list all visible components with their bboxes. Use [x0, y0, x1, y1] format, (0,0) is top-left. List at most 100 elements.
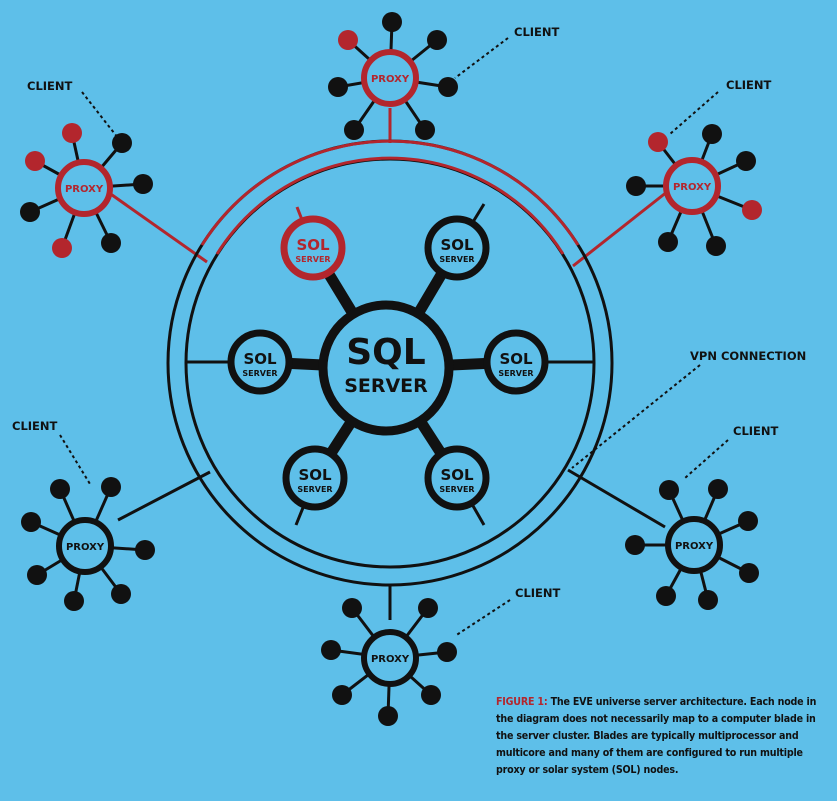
- figure-caption: FIGURE 1: The EVE universe server archit…: [496, 694, 832, 779]
- sol-server-circle: [424, 445, 490, 511]
- client-leader-line: [59, 434, 91, 485]
- client-node: [112, 133, 132, 153]
- client-node: [739, 563, 759, 583]
- client-node: [50, 479, 70, 499]
- client-node: [706, 236, 726, 256]
- client-leader-line: [669, 91, 719, 135]
- client-node: [101, 233, 121, 253]
- proxy-node: [361, 629, 419, 687]
- client-node: [736, 151, 756, 171]
- client-label: CLIENT: [726, 78, 772, 92]
- client-node: [342, 598, 362, 618]
- client-node: [626, 176, 646, 196]
- sol-server-label-line2: SERVER: [295, 255, 330, 264]
- sol-server-label-line2: SERVER: [297, 485, 332, 494]
- sol-server-label-line2: SERVER: [439, 485, 474, 494]
- client-node: [332, 685, 352, 705]
- proxy-clusters: PROXY PROXY PROXY PROXY PROXY PROXY: [20, 12, 762, 726]
- sol-server-label-line1: SOL: [440, 236, 474, 254]
- client-node: [111, 584, 131, 604]
- client-node: [415, 120, 435, 140]
- client-label: CLIENT: [12, 419, 58, 433]
- client-leader-line: [454, 37, 509, 79]
- sol-server-circle: [282, 445, 348, 511]
- proxy-label: PROXY: [65, 184, 104, 195]
- proxy-connections: [104, 108, 673, 620]
- sol-server-label-line1: SOL: [499, 350, 533, 368]
- sol-server-label-line2: SERVER: [498, 369, 533, 378]
- proxy-bottom-left: PROXY: [21, 477, 155, 611]
- client-node: [27, 565, 47, 585]
- sol-server-label-line1: SOL: [298, 466, 332, 484]
- conn-top-right: [572, 186, 673, 268]
- proxy-label: PROXY: [673, 182, 712, 193]
- client-node: [437, 642, 457, 662]
- client-node: [648, 132, 668, 152]
- sol-servers: SOLSERVERSOLSERVERSOLSERVERSOLSERVERSOLS…: [227, 215, 549, 511]
- central-sql-server: SQL SERVER: [318, 300, 454, 436]
- sol-server-label-line1: SOL: [243, 350, 277, 368]
- vpn-ring-inner-red-arc: [215, 156, 565, 255]
- client-node: [20, 202, 40, 222]
- client-label: CLIENT: [515, 586, 561, 600]
- client-node: [656, 586, 676, 606]
- client-node: [135, 540, 155, 560]
- conn-bottom-left: [117, 470, 211, 522]
- client-node: [421, 685, 441, 705]
- proxy-label: PROXY: [371, 74, 410, 85]
- client-node: [62, 123, 82, 143]
- client-node: [418, 598, 438, 618]
- client-node: [438, 77, 458, 97]
- client-node: [708, 479, 728, 499]
- client-node: [742, 200, 762, 220]
- sol-server-label-line1: SOL: [296, 236, 330, 254]
- proxy-node: [665, 516, 723, 574]
- proxy-node: [56, 517, 114, 575]
- proxy-node: [663, 157, 721, 215]
- sol-server-circle: [424, 215, 490, 281]
- client-label: CLIENT: [733, 424, 779, 438]
- proxy-bottom: PROXY: [321, 598, 457, 726]
- client-node: [344, 120, 364, 140]
- client-node: [328, 77, 348, 97]
- sol-server-label-line1: SOL: [440, 466, 474, 484]
- sol-server-circle: [227, 329, 293, 395]
- client-node: [698, 590, 718, 610]
- sol-server-circle: [280, 215, 346, 281]
- client-node: [659, 480, 679, 500]
- proxy-node: [55, 159, 113, 217]
- proxy-label: PROXY: [675, 541, 714, 552]
- client-leader-line: [454, 599, 511, 637]
- client-node: [658, 232, 678, 252]
- proxy-top-left: PROXY: [20, 123, 153, 258]
- proxy-bottom-right: PROXY: [625, 479, 759, 610]
- conn-top-left: [104, 188, 208, 264]
- proxy-label: PROXY: [371, 654, 410, 665]
- sol-server-circle: [483, 329, 549, 395]
- client-label: CLIENT: [514, 25, 560, 39]
- proxy-label: PROXY: [66, 542, 105, 553]
- client-node: [321, 640, 341, 660]
- sol-server-label-line2: SERVER: [242, 369, 277, 378]
- client-node: [338, 30, 358, 50]
- client-leader-line: [684, 439, 729, 479]
- client-node: [101, 477, 121, 497]
- client-node: [21, 512, 41, 532]
- client-node: [427, 30, 447, 50]
- proxy-top: PROXY: [328, 12, 458, 140]
- client-node: [702, 124, 722, 144]
- vpn-leader-line: [571, 364, 701, 469]
- proxy-node: [361, 49, 419, 107]
- client-node: [64, 591, 84, 611]
- client-node: [382, 12, 402, 32]
- client-leader-line: [81, 91, 119, 139]
- client-node: [625, 535, 645, 555]
